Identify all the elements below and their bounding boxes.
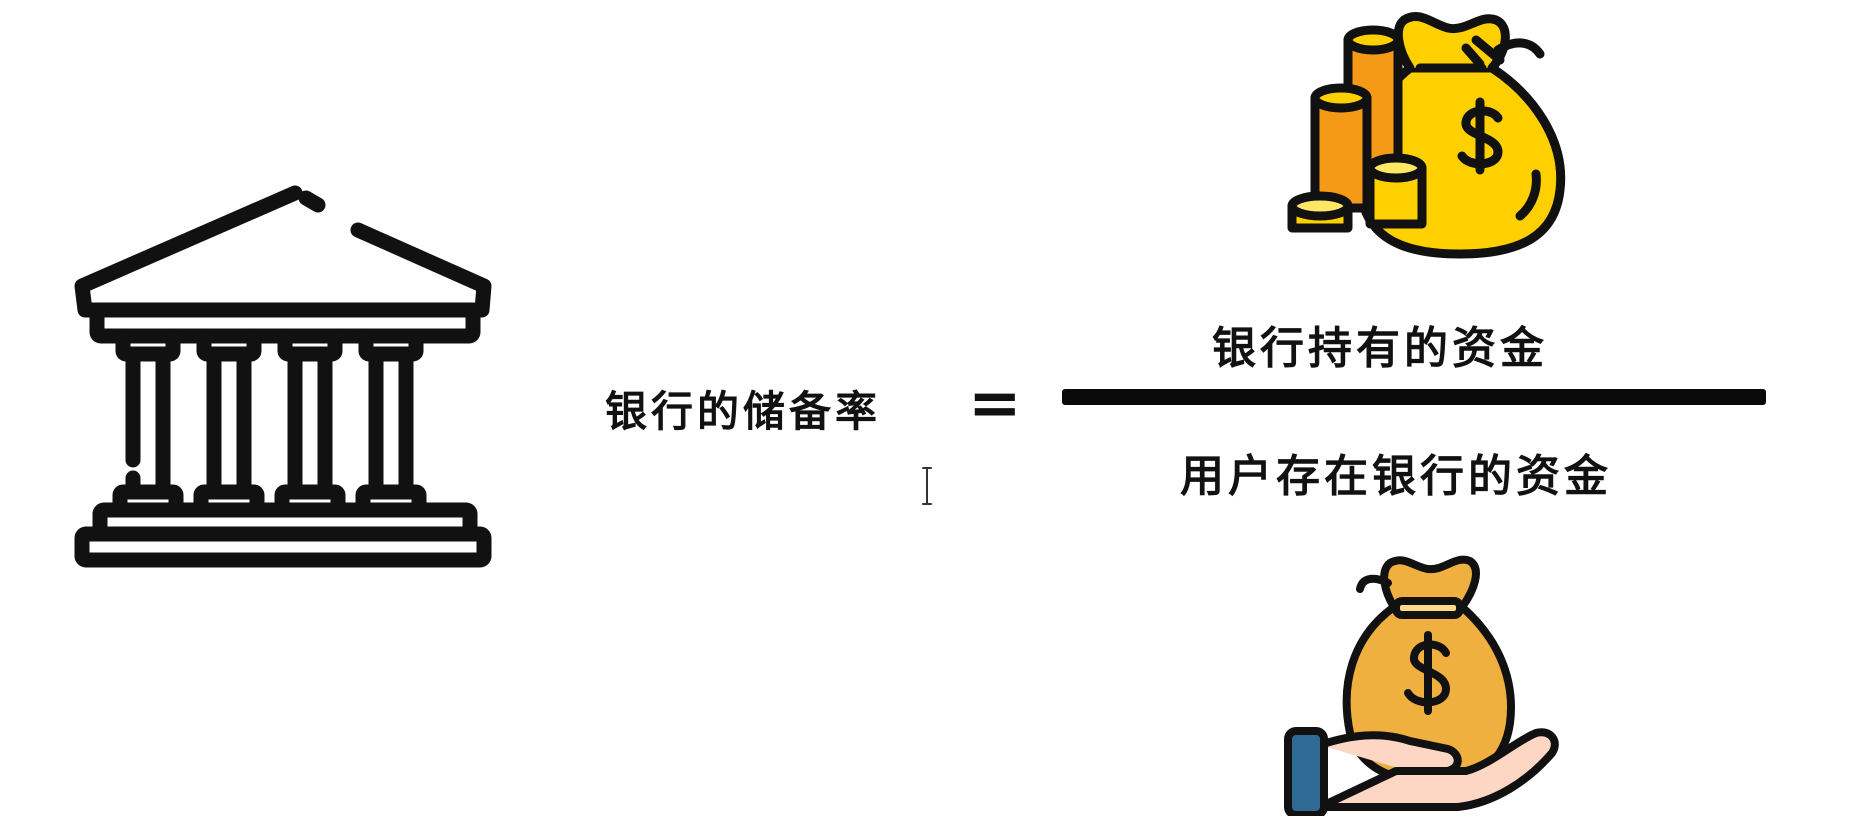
denominator-label: 用户存在银行的资金	[1180, 451, 1612, 502]
text-cursor-icon	[922, 467, 932, 505]
fraction-bar	[1062, 389, 1766, 405]
equals-sign: =	[968, 367, 1022, 441]
hand-holding-money-bag-icon	[1284, 555, 1559, 816]
coins-money-bag-icon	[1287, 11, 1566, 259]
bank-building-icon	[74, 185, 492, 568]
numerator-label: 银行持有的资金	[1212, 323, 1548, 374]
reserve-ratio-label: 银行的储备率	[605, 387, 882, 436]
